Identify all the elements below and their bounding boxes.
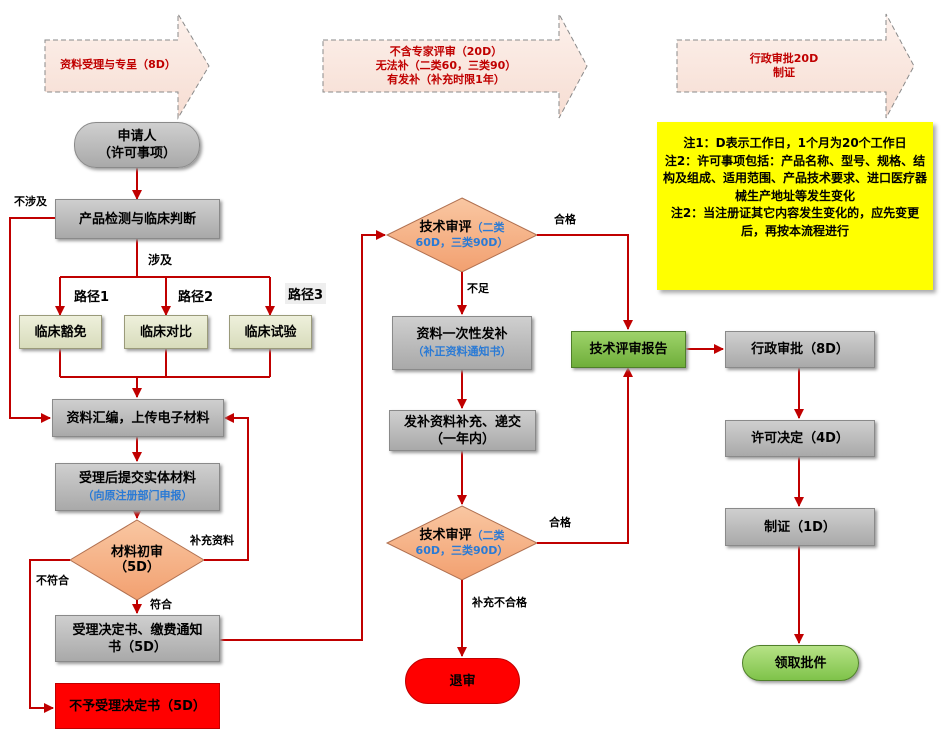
edge-supplement-loop: [204, 413, 249, 561]
phase-1-text: 资料受理与专呈（8D）: [60, 58, 176, 71]
note-2: 注2：许可事项包括：产品名称、型号、规格、结构及组成、适用范围、产品技术要求、进…: [663, 153, 928, 203]
label-supp-fail: 补充不合格: [472, 596, 527, 609]
label-insufficient: 不足: [467, 282, 489, 295]
label-path-3: 路径3: [285, 283, 327, 304]
applicant-node: 申请人 （许可事项）: [74, 122, 200, 168]
notes-panel: 注1：D表示工作日，1个月为20个工作日 注2：许可事项包括：产品名称、型号、规…: [657, 122, 933, 290]
label-path-2: 路径2: [178, 290, 214, 305]
edge-pass-2: [537, 367, 633, 544]
label-compliant: 符合: [150, 598, 172, 611]
supplement-once-box: 资料一次性发补 （补正资料通知书）: [392, 316, 532, 370]
product-test-box: 产品检测与临床判断: [55, 199, 220, 239]
supplement-submit-box: 发补资料补充、递交 （一年内）: [389, 410, 536, 451]
tech-review-1-text: 技术审评（二类 60D，三类90D）: [415, 220, 509, 249]
receive-node: 领取批件: [742, 645, 859, 681]
reject-decision-box: 不予受理决定书（5D）: [55, 683, 220, 729]
phase-arrow-2: [322, 13, 588, 119]
label-not-involved: 不涉及: [14, 195, 47, 208]
edge-not-involved: [9, 217, 55, 423]
label-pass-1: 合格: [554, 213, 576, 226]
label-pass-2: 合格: [549, 516, 571, 529]
label-path-1: 路径1: [74, 290, 110, 305]
phase-2-text: 不含专家评审（20D） 无法补（二类60，三类90） 有发补（补充时限1年）: [375, 45, 517, 86]
edge-accept-to-tech: [220, 230, 386, 641]
clinical-exempt-box: 临床豁免: [19, 315, 102, 349]
edge-not-compliant: [29, 559, 70, 713]
admin-approval-box: 行政审批（8D）: [725, 331, 875, 368]
clinical-trial-box: 临床试验: [229, 315, 312, 349]
certificate-box: 制证（1D）: [725, 508, 875, 546]
compile-upload-box: 资料汇编，上传电子材料: [52, 399, 224, 437]
label-supplement: 补充资料: [190, 534, 234, 547]
license-decision-box: 许可决定（4D）: [725, 420, 875, 457]
submit-materials-box: 受理后提交实体材料 （向原注册部门申报）: [55, 463, 220, 511]
phase-arrow-3: [676, 13, 915, 119]
label-not-compliant: 不符合: [36, 574, 69, 587]
label-involved: 涉及: [148, 253, 173, 267]
clinical-compare-box: 临床对比: [124, 315, 208, 349]
tech-report-box: 技术评审报告: [571, 331, 686, 368]
phase-arrow-1: [44, 12, 210, 120]
accept-decision-box: 受理决定书、缴费通知 书（5D）: [55, 615, 220, 662]
retreat-node: 退审: [405, 658, 520, 704]
phase-3-text: 行政审批20D 制证: [749, 52, 819, 79]
note-1: 注1：D表示工作日，1个月为20个工作日: [683, 136, 907, 150]
initial-review-text: 材料初审 （5D）: [110, 545, 163, 575]
edge-pass-1: [537, 234, 633, 330]
tech-review-2-text: 技术审评（二类 60D，三类90D）: [415, 528, 509, 557]
note-3: 注2：当注册证其它内容发生变化的，应先变更后，再按本流程进行: [670, 206, 920, 238]
